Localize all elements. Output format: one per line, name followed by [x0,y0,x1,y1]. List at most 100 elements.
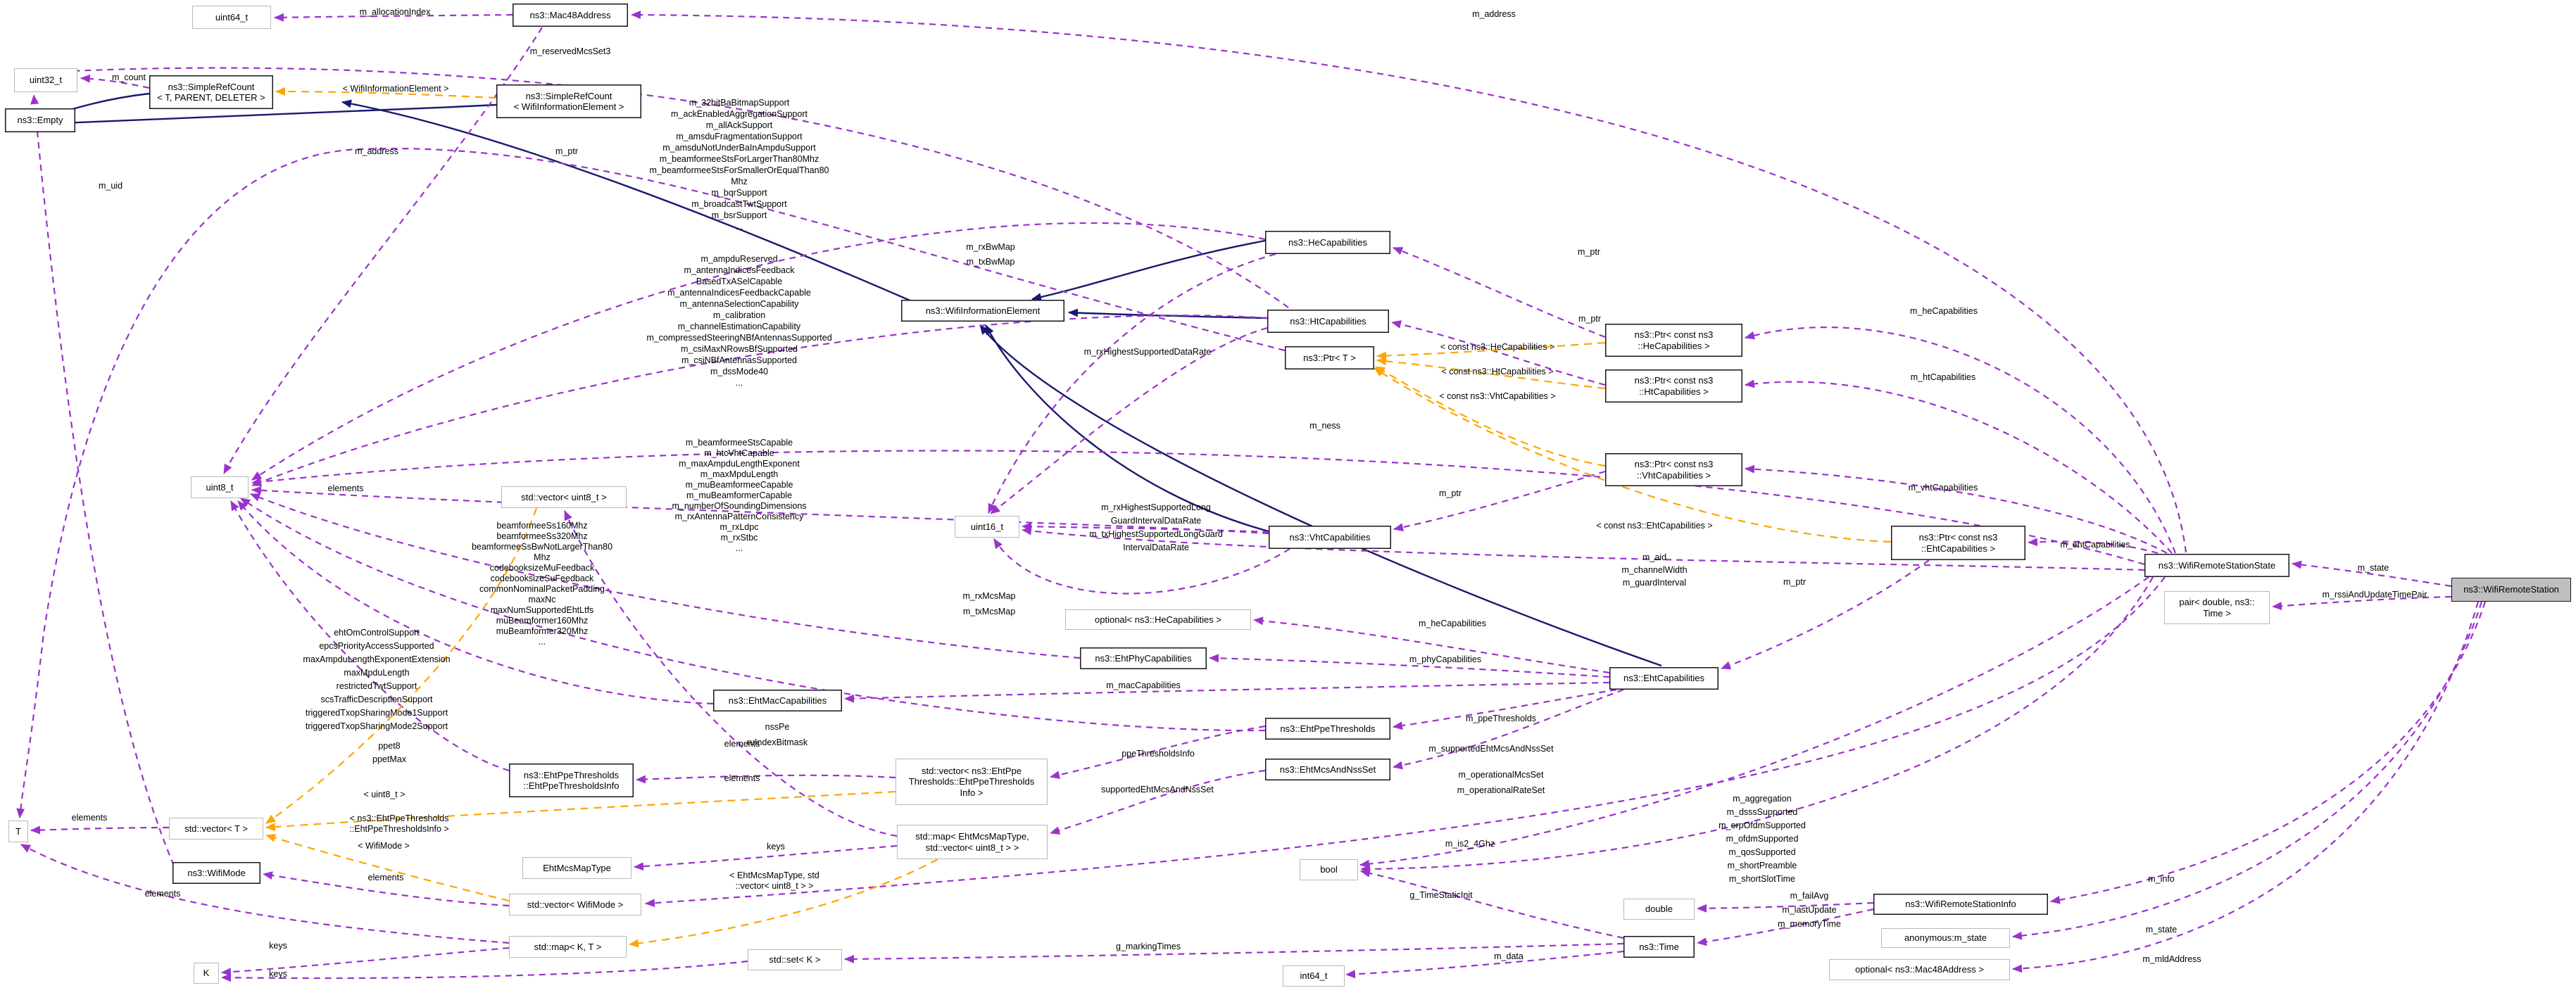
node-wifimode-label: ns3::WifiMode [187,867,246,878]
edge-label-keys-set-k: keys [269,969,287,980]
edge-ehtppe-to-vector-ppeinfo [1050,725,1266,780]
node-optional-mac48[interactable]: optional< ns3::Mac48Address > [1829,959,2010,980]
edge-label-m-rxhighestsupporteddatarate: m_rxHighestSupportedDataRate [1084,347,1212,357]
node-map-kt[interactable]: std::map< K, T > [509,936,627,958]
edge-label-m-ptr-vht-line: m_ptr [1439,488,1462,498]
node-simplerefcount-wie[interactable]: ns3::SimpleRefCount< WifiInformationElem… [496,84,641,118]
node-ehtcapabilities[interactable]: ns3::EhtCapabilities [1609,667,1719,690]
node-uint32[interactable]: uint32_t [14,68,77,92]
node-vhtcapabilities[interactable]: ns3::VhtCapabilities [1269,526,1391,549]
node-int64[interactable]: int64_t [1283,965,1345,987]
edge-label-eht-mac-members-line: maxAmpduLengthExponentExtension [303,654,451,664]
edge-label-tmpl-const-htcapabilities-line: < const ns3::HtCapabilities > [1441,367,1554,376]
node-htcapabilities[interactable]: ns3::HtCapabilities [1267,310,1389,333]
edge-station-to-anonymous [2012,601,2483,940]
node-optional-hecapabilities[interactable]: optional< ns3::HeCapabilities > [1065,609,1251,630]
node-time-label: ns3::Time [1639,941,1679,952]
node-ehtppethresholdsinfo[interactable]: ns3::EhtPpeThresholds::EhtPpeThresholdsI… [509,764,634,797]
edge-label-tmpl-uint8-line: < uint8_t > [363,790,406,799]
edge-label-m-uid-line: m_uid [98,181,123,191]
node-uint64-label: uint64_t [215,11,249,23]
edge-label-elements-mapeht-vec-line: elements [724,773,760,783]
edge-label-m-ptr-t-line: m_ptr [555,146,578,156]
edge-label-state-bool-members-line: m_shortSlotTime [1728,874,1795,884]
node-uint64[interactable]: uint64_t [192,6,271,29]
node-ehtmcsandnssset[interactable]: ns3::EhtMcsAndNssSet [1265,759,1390,780]
edge-label-m-is2-4ghz: m_is2_4Ghz [1445,839,1495,849]
edge-label-he-members-line: m_bqrSupport [711,188,767,198]
node-bool[interactable]: bool [1300,859,1358,880]
node-ptr-vht[interactable]: ns3::Ptr< const ns3::VhtCapabilities > [1605,453,1742,486]
edge-label-m-phycapabilities: m_phyCapabilities [1409,654,1481,665]
edge-htcapabilities-to-wie [1068,308,1268,319]
node-mac48[interactable]: ns3::Mac48Address [513,4,628,27]
node-wifimode[interactable]: ns3::WifiMode [172,862,260,884]
edge-label-eht-beamformee-members-line: codebooksizeSuFeedback [490,574,594,583]
node-ptr-ht-label: ::HtCapabilities > [1639,386,1709,397]
node-double[interactable]: double [1623,899,1695,920]
node-hecapabilities[interactable]: ns3::HeCapabilities [1265,231,1390,254]
node-vector-t[interactable]: std::vector< T > [169,818,263,840]
node-uint8[interactable]: uint8_t [191,476,249,498]
node-set-k[interactable]: std::set< K > [748,949,842,970]
edge-label-eht-beamformee-members-line: muBeamformer160Mhz [496,616,589,626]
node-wifiremotestationinfo[interactable]: ns3::WifiRemoteStationInfo [1873,894,2048,915]
node-ehtmcsmaptype[interactable]: EhtMcsMapType [522,857,632,879]
node-anonymous-m-state[interactable]: anonymous:m_state [1881,928,2010,948]
node-set-k-label: std::set< K > [769,954,821,965]
node-vector-wifimode[interactable]: std::vector< WifiMode > [509,894,641,916]
node-ehtmaccapabilities[interactable]: ns3::EhtMacCapabilities [713,690,842,711]
node-time[interactable]: ns3::Time [1623,936,1695,958]
node-ptr-t[interactable]: ns3::Ptr< T > [1285,346,1374,369]
edge-label-ppet8-ppetmax-line: ppet8 [378,741,401,751]
edge-label-m-mldaddress: m_mldAddress [2142,954,2201,965]
edge-label-m-state-bottom: m_state [2146,925,2177,935]
node-ehtppethresholds[interactable]: ns3::EhtPpeThresholds [1265,718,1390,740]
edge-label-m-count-line: m_count [112,72,146,82]
node-optional-hecapabilities-label: optional< ns3::HeCapabilities > [1095,614,1221,625]
edge-label-ht-members-line: m_ampduReserved [700,254,778,264]
edge-label-elements-map-kt: elements [145,889,181,899]
edge-map-kt-to-t [20,844,510,944]
edge-label-tmpl-mapeht: < EhtMcsMapType, std::vector< uint8_t > … [729,870,819,892]
edge-label-ht-members-line: m_csiMaxNRowsBfSupported [680,344,798,354]
edge-label-ht-members-line: m_dssMode40 [710,367,768,376]
node-uint16[interactable]: uint16_t [955,516,1019,538]
node-vector-uint8[interactable]: std::vector< uint8_t > [501,486,627,508]
edge-label-tmpl-ppeinfo-line: < ns3::EhtPpeThresholds [349,813,449,823]
edge-label-m-vhtcapabilities-right: m_vhtCapabilities [1909,483,1978,493]
node-empty[interactable]: ns3::Empty [5,108,75,132]
node-k[interactable]: K [194,963,219,984]
node-simplerefcount-t[interactable]: ns3::SimpleRefCount< T, PARENT, DELETER … [149,75,273,109]
node-wifiremotestation[interactable]: ns3::WifiRemoteStation [2451,578,2571,602]
edge-label-m-info: m_info [2148,874,2175,885]
edge-label-m-supportedehtmcsandnssset: m_supportedEhtMcsAndNssSet [1428,744,1553,754]
edge-state-to-bool-flags [1360,576,2154,873]
node-ptr-ht[interactable]: ns3::Ptr< const ns3::HtCapabilities > [1605,369,1742,403]
node-uint16-label: uint16_t [970,521,1004,532]
edge-vhtcapabilities-to-uint8 [251,486,1269,535]
node-ehtmaccapabilities-label: ns3::EhtMacCapabilities [728,695,827,706]
node-ptr-eht[interactable]: ns3::Ptr< const ns3::EhtCapabilities > [1891,526,2025,560]
edge-label-elements-ppeinfo: elements [724,739,760,749]
edge-label-state-bool-members-line: m_dsssSupported [1726,807,1798,817]
edge-label-m-aid-channelwidth-guardinterval-line: m_channelWidth [1621,565,1688,575]
node-map-ehtmcsmaptype[interactable]: std::map< EhtMcsMapType,std::vector< uin… [897,825,1048,859]
edge-label-state-bool-members-line: m_aggregation [1733,794,1792,804]
edge-wifimode-to-uint32-uid [30,94,175,866]
node-wifiremotestationstate[interactable]: ns3::WifiRemoteStationState [2144,554,2289,577]
node-wifiinformationelement[interactable]: ns3::WifiInformationElement [901,300,1064,322]
node-ehtphycapabilities[interactable]: ns3::EhtPhyCapabilities [1080,647,1207,669]
edge-label-m-ness: m_ness [1309,421,1340,431]
edge-label-elements-ppeinfo-line: elements [724,739,760,749]
edge-ptr-ht-to-ptr-t [1376,357,1606,390]
node-ptr-he[interactable]: ns3::Ptr< const ns3::HeCapabilities > [1605,324,1742,357]
node-pair-double-time[interactable]: pair< double, ns3::Time > [2164,591,2270,624]
edge-label-m-ptr-vht: m_ptr [1439,488,1462,499]
node-t[interactable]: T [8,821,28,842]
